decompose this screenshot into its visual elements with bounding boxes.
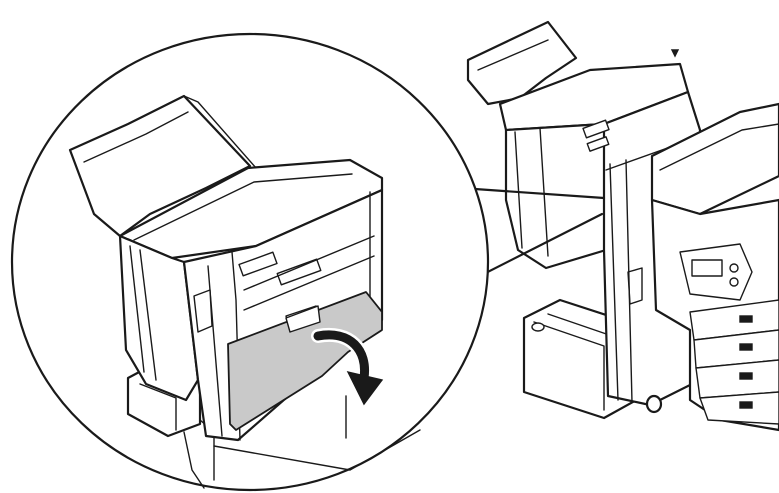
zoom-callout-circle (10, 32, 490, 492)
curved-arrow-icon (311, 327, 384, 406)
printer-unit (650, 102, 779, 432)
printer-overview (466, 20, 779, 432)
zoomed-output-tray (68, 94, 257, 238)
printer-paper-trays (689, 299, 779, 425)
zoomed-finisher-unit (118, 158, 384, 442)
printer-control-panel (679, 243, 753, 301)
zoomed-open-door-panel (227, 291, 383, 431)
